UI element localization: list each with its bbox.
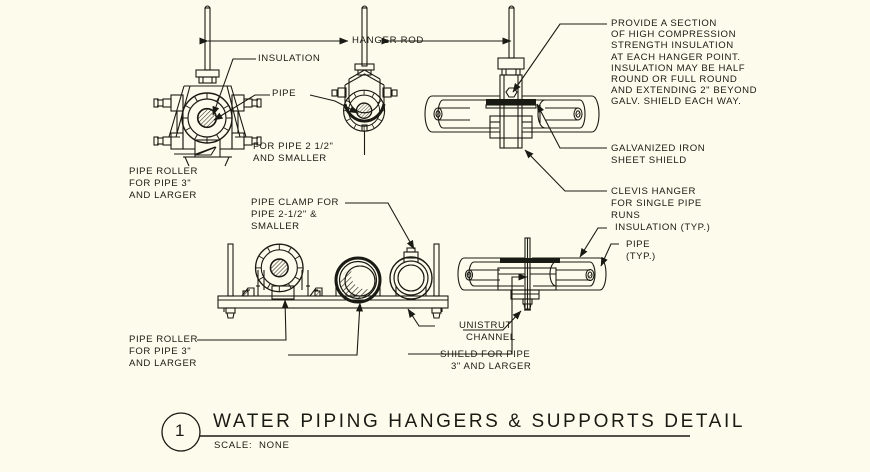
- leader-lines-bottom: [197, 202, 619, 356]
- annotation-pipe-clamp-line3: SMALLER: [251, 221, 300, 232]
- annotation-pipe-roller-bottom-line1: PIPE ROLLER: [129, 334, 198, 345]
- annotation-insulation-typ: INSULATION (TYP.): [615, 222, 711, 233]
- annotation-for-pipe-small-line1: FOR PIPE 2 1/2": [253, 141, 334, 152]
- annotation-shield-for-pipe-line2: 3" AND LARGER: [451, 361, 532, 372]
- annotation-galv-shield-line1: GALVANIZED IRON: [611, 143, 706, 154]
- annotation-unistrut-line2: CHANNEL: [466, 332, 516, 343]
- annotation-for-pipe-small-line2: AND SMALLER: [253, 153, 327, 164]
- annotation-high-compression-insulation-note: PROVIDE A SECTION OF HIGH COMPRESSION ST…: [611, 18, 758, 108]
- unistrut-trapeze-detail: [217, 243, 449, 319]
- annotation-unistrut-line1: UNISTRUT: [459, 320, 512, 331]
- annotation-galv-shield-line2: SHEET SHIELD: [611, 155, 687, 166]
- annotation-pipe-typ-line2: (TYP.): [626, 251, 656, 262]
- annotation-pipe-roller-bottom-line3: AND LARGER: [129, 358, 197, 369]
- annotation-clevis-hanger-line1: CLEVIS HANGER: [611, 186, 696, 197]
- annotation-pipe-roller-top-line2: FOR PIPE 3": [129, 178, 192, 189]
- annotation-pipe-typ-line1: PIPE: [626, 239, 651, 250]
- shield-for-large-pipe: [334, 256, 382, 304]
- annotation-pipe-roller-top-line3: AND LARGER: [129, 190, 197, 201]
- pipe-roller-hanger-detail: [153, 5, 262, 167]
- leader-lines-top: [174, 23, 607, 192]
- annotation-shield-for-pipe-line1: SHIELD FOR PIPE: [440, 349, 531, 360]
- annotation-pipe-clamp-line1: PIPE CLAMP FOR: [251, 197, 340, 208]
- annotation-pipe-roller-top-line1: PIPE ROLLER: [129, 166, 198, 177]
- detail-title: WATER PIPING HANGERS & SUPPORTS DETAIL: [213, 411, 746, 432]
- pipe-clamp-small-pipe: [389, 247, 433, 300]
- detail-scale: SCALE: NONE: [214, 440, 290, 451]
- clevis-hanger-galv-shield-detail: [424, 5, 600, 149]
- annotation-clevis-hanger-line3: RUNS: [611, 210, 641, 221]
- detail-number: 1: [175, 421, 185, 440]
- unistrut-pipe-clamp-detail: [457, 237, 607, 311]
- annotation-clevis-hanger-line2: FOR SINGLE PIPE: [611, 198, 702, 209]
- annotation-pipe-roller-bottom-line2: FOR PIPE 3": [129, 346, 192, 357]
- hanger-rod-dimension-label: HANGER ROD: [352, 35, 425, 46]
- annotation-pipe: PIPE: [272, 88, 297, 99]
- annotation-insulation: INSULATION: [258, 53, 321, 64]
- clevis-hanger-small-pipe-detail: [331, 5, 398, 155]
- title-block-linework: [161, 412, 690, 452]
- annotation-pipe-clamp-line2: PIPE 2-1/2" &: [251, 209, 318, 220]
